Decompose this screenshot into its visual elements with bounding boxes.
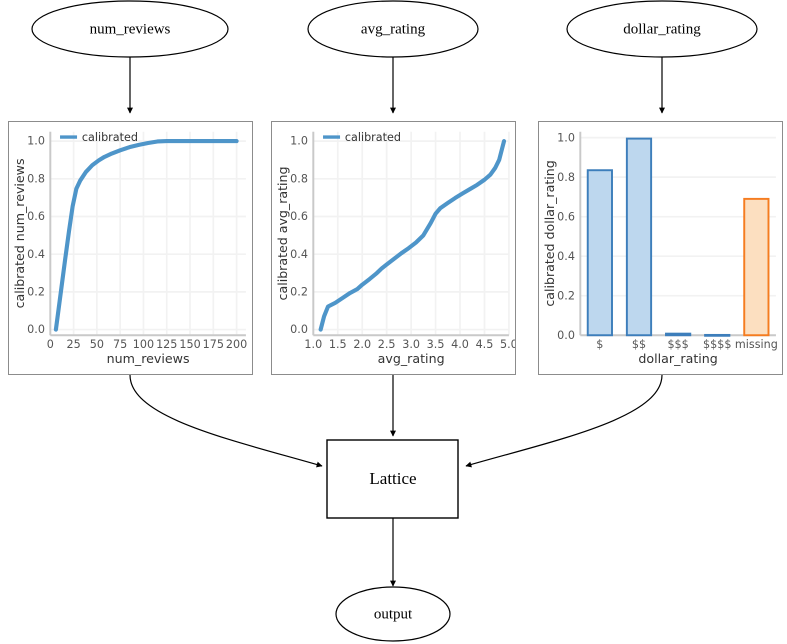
svg-text:2.5: 2.5 xyxy=(378,338,396,351)
svg-text:100: 100 xyxy=(133,338,154,351)
svg-text:0.8: 0.8 xyxy=(27,172,45,185)
svg-text:0.0: 0.0 xyxy=(27,323,45,336)
svg-text:1.5: 1.5 xyxy=(329,338,347,351)
plot-series-num-reviews xyxy=(53,139,239,332)
svg-text:$$$$: $$$$ xyxy=(703,338,731,351)
plot-grid-avg-rating xyxy=(312,131,510,336)
node-label-output: output xyxy=(374,606,413,622)
svg-text:1.0: 1.0 xyxy=(557,131,575,144)
svg-text:0.2: 0.2 xyxy=(557,289,575,302)
node-lattice[interactable]: Lattice xyxy=(326,439,459,519)
plot-legend-avg-rating: calibrated xyxy=(323,131,401,144)
svg-text:0.0: 0.0 xyxy=(290,323,308,336)
svg-text:num_reviews: num_reviews xyxy=(107,351,190,366)
svg-text:4.0: 4.0 xyxy=(451,338,469,351)
svg-text:0.6: 0.6 xyxy=(557,210,575,223)
svg-text:calibrated: calibrated xyxy=(82,131,138,144)
svg-text:0.6: 0.6 xyxy=(27,210,45,223)
plot-bars-dollar-rating xyxy=(586,137,770,337)
svg-text:1.0: 1.0 xyxy=(304,338,322,351)
svg-text:50: 50 xyxy=(90,338,104,351)
svg-text:3.5: 3.5 xyxy=(427,338,445,351)
svg-text:avg_rating: avg_rating xyxy=(378,351,445,366)
plot-dollar-rating: $$$$$$$$$$missing0.00.20.40.60.81.0dolla… xyxy=(542,131,778,366)
svg-text:125: 125 xyxy=(156,338,177,351)
svg-text:3.0: 3.0 xyxy=(402,338,420,351)
svg-text:150: 150 xyxy=(179,338,200,351)
svg-text:0.4: 0.4 xyxy=(290,248,308,261)
svg-text:0.8: 0.8 xyxy=(557,171,575,184)
svg-text:calibrated num_reviews: calibrated num_reviews xyxy=(12,158,27,308)
svg-text:5.0: 5.0 xyxy=(500,338,515,351)
plot-labels-avg-rating: 1.0 1.5 2.0 2.5 3.0 3.5 4.0 4.5 5.0 0.0 0.2 0.4 0.6 0… xyxy=(275,135,515,366)
svg-text:0.8: 0.8 xyxy=(290,172,308,185)
plot-axes-avg-rating xyxy=(312,131,509,337)
svg-text:1.0: 1.0 xyxy=(290,135,308,148)
node-avg-rating[interactable]: avg_rating xyxy=(307,0,479,58)
svg-text:4.5: 4.5 xyxy=(476,338,494,351)
svg-text:175: 175 xyxy=(203,338,224,351)
svg-text:calibrated: calibrated xyxy=(345,131,401,144)
node-label-lattice: Lattice xyxy=(369,469,416,488)
svg-text:0.6: 0.6 xyxy=(290,210,308,223)
svg-text:0: 0 xyxy=(47,338,54,351)
plot-labels-dollar-rating: $$$$$$$$$$missing0.00.20.40.60.81.0dolla… xyxy=(542,131,778,366)
edge-chart1-to-lattice xyxy=(129,374,323,468)
svg-text:0.2: 0.2 xyxy=(290,286,308,299)
svg-text:$: $ xyxy=(596,338,603,351)
plot-legend-num-reviews: calibrated xyxy=(60,131,138,144)
svg-text:calibrated avg_rating: calibrated avg_rating xyxy=(275,166,290,300)
svg-text:calibrated dollar_rating: calibrated dollar_rating xyxy=(542,160,557,306)
svg-text:dollar_rating: dollar_rating xyxy=(638,351,717,366)
node-label-avg-rating: avg_rating xyxy=(361,21,426,37)
node-label-num-reviews: num_reviews xyxy=(90,21,171,37)
plot-avg-rating: 1.0 1.5 2.0 2.5 3.0 3.5 4.0 4.5 5.0 0.0 0.2 0.4 0.6 0… xyxy=(275,131,515,366)
svg-text:0.0: 0.0 xyxy=(557,329,575,342)
node-output[interactable]: output xyxy=(335,586,451,642)
svg-text:missing: missing xyxy=(735,338,778,351)
svg-text:0.2: 0.2 xyxy=(27,286,45,299)
plot-series-avg-rating xyxy=(318,139,507,332)
svg-text:0.4: 0.4 xyxy=(557,250,575,263)
edge-chart3-to-lattice xyxy=(465,374,663,468)
svg-text:25: 25 xyxy=(66,338,80,351)
svg-text:2.0: 2.0 xyxy=(353,338,371,351)
svg-text:1.0: 1.0 xyxy=(27,135,45,148)
chart-panel-avg-rating[interactable]: 1.0 1.5 2.0 2.5 3.0 3.5 4.0 4.5 5.0 0.0 0.2 0.4 0.6 0… xyxy=(271,121,516,375)
node-label-dollar-rating: dollar_rating xyxy=(623,21,701,37)
node-dollar-rating[interactable]: dollar_rating xyxy=(566,0,758,58)
svg-text:75: 75 xyxy=(113,338,127,351)
node-num-reviews[interactable]: num_reviews xyxy=(31,0,229,58)
plot-axes-num-reviews xyxy=(49,131,246,337)
svg-text:200: 200 xyxy=(226,338,247,351)
svg-text:$$$: $$$ xyxy=(667,338,688,351)
svg-text:$$: $$ xyxy=(632,338,646,351)
plot-grid-num-reviews xyxy=(49,131,246,336)
svg-text:0.4: 0.4 xyxy=(27,248,45,261)
